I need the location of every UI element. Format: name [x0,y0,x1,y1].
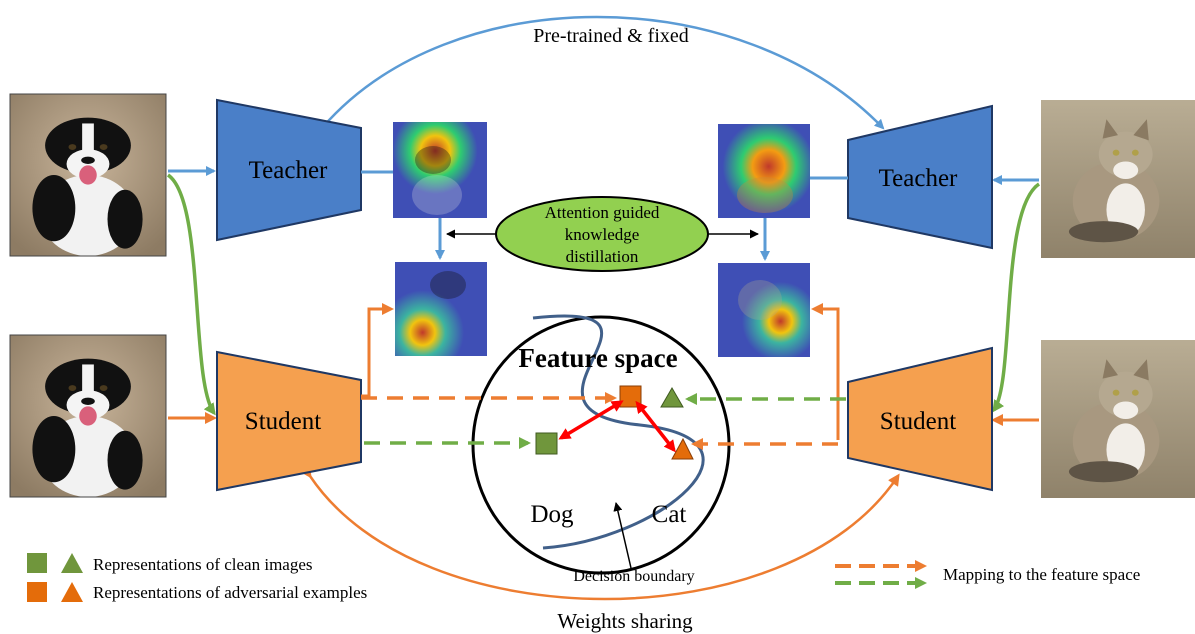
red-arrow-dog [558,400,624,440]
student-left-label: Student [245,408,321,435]
red-arrow-cat [635,400,676,453]
legend-mapping-label: Mapping to the feature space [943,565,1140,584]
legend-adversarial-label: Representations of adversarial examples [93,583,367,602]
decision-boundary-pointer [613,502,632,569]
cat-photo-clean [1041,100,1195,258]
attention-line-3: distillation [566,247,639,266]
teacher-left [216,98,362,242]
legend-clean-label: Representations of clean images [93,555,313,574]
attention-line-1: Attention guided [545,203,660,222]
pretrained-label: Pre-trained & fixed [533,25,689,47]
heatmap-student-cat [718,263,810,357]
clean-dog-marker [535,432,558,455]
student-right-label: Student [880,408,956,435]
attention-line-2: knowledge [565,225,640,244]
teacher-right-label: Teacher [879,165,958,192]
heatmap-teacher-dog [393,122,487,218]
attention-ellipse [495,196,709,272]
dog-photo-adversarial [9,334,167,498]
dog-photo-clean [9,93,167,257]
legend-adversarial: Representations of adversarial examples [27,582,367,602]
adv-cat-marker [671,437,694,460]
heatmap-student-dog [395,262,487,356]
student-left [216,350,362,492]
feature-space-title: Feature space [518,343,677,373]
cat-to-student-green-arrow [992,182,1041,413]
dog-to-student-green-arrow [166,173,216,416]
weights-sharing-label: Weights sharing [557,609,693,633]
teacher-right [847,104,993,250]
heatmap-teacher-cat [718,124,810,218]
decision-boundary-curve [532,314,705,550]
teacher-left-label: Teacher [249,157,328,184]
student-right [847,346,993,492]
class-cat-label: Cat [652,501,687,528]
weights-sharing-arc [299,465,900,601]
decision-boundary-label: Decision boundary [573,568,694,585]
student-right-to-heatmap [811,303,840,440]
pretrained-arc [312,15,885,138]
class-dog-label: Dog [530,501,574,528]
legend-clean: Representations of clean images [27,553,313,574]
adv-dog-marker [619,385,642,408]
student-left-to-heatmap [361,303,394,398]
cat-photo-adversarial [1041,340,1195,498]
legend-mapping: Mapping to the feature space [835,560,1140,589]
